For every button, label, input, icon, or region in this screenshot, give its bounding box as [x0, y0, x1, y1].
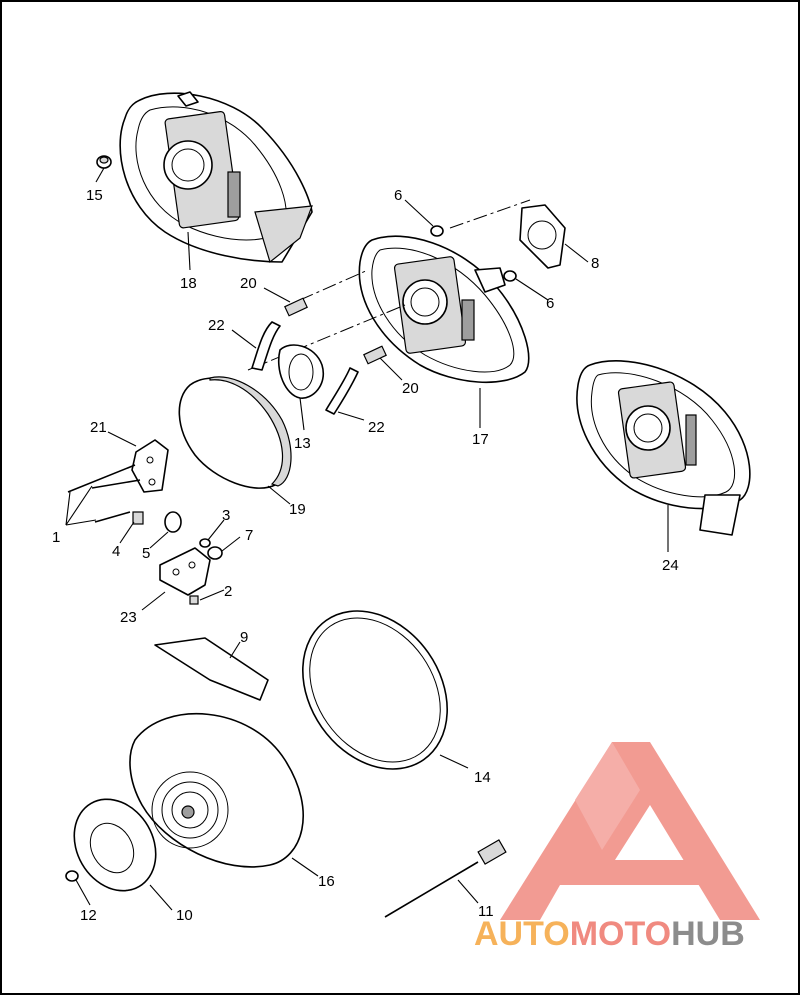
part-20-breather-bolt [284, 297, 387, 365]
part-1-bolts [67, 464, 141, 523]
label-1: 1 [52, 529, 60, 546]
label-11: 11 [478, 903, 494, 920]
centerline [299, 269, 369, 301]
label-10: 10 [176, 907, 193, 924]
label-14: 14 [474, 769, 491, 786]
label-20a: 20 [240, 275, 257, 292]
part-12-screw [65, 870, 79, 882]
watermark-hub: HUB [671, 915, 745, 953]
watermark-text: AUTOMOTOHUB [474, 915, 745, 953]
watermark-triangle-icon [500, 742, 760, 920]
part-11-sensor [384, 839, 507, 918]
label-12: 12 [80, 907, 97, 924]
label-3: 3 [222, 507, 230, 524]
watermark-m-icon [575, 742, 640, 850]
watermark-logo [500, 742, 760, 920]
label-5: 5 [142, 545, 150, 562]
label-22a: 22 [208, 317, 225, 334]
label-8: 8 [591, 255, 599, 272]
part-17-backplate [358, 235, 530, 384]
label-17: 17 [472, 431, 489, 448]
centerline [247, 304, 406, 371]
part-21-bracket [131, 439, 169, 493]
label-6a: 6 [394, 187, 402, 204]
part-16-cover [129, 713, 304, 868]
small-hardware [132, 511, 223, 605]
part-10-medallion [73, 798, 157, 892]
part-6-washers [430, 225, 517, 282]
label-4: 4 [112, 543, 120, 560]
part-22-hose [251, 321, 359, 415]
part-13-gasket [278, 344, 325, 399]
watermark-moto: MOTO [570, 915, 671, 953]
part-24-backplate [576, 360, 751, 536]
label-22b: 22 [368, 419, 385, 436]
label-19: 19 [289, 501, 306, 518]
label-18: 18 [180, 275, 197, 292]
part-23-bracket [159, 547, 211, 596]
part-15-plug [96, 155, 112, 169]
label-23: 23 [120, 609, 137, 626]
label-16: 16 [318, 873, 335, 890]
part-19-filter [178, 376, 292, 489]
part-8-gasket [519, 204, 566, 269]
label-2: 2 [224, 583, 232, 600]
label-13: 13 [294, 435, 311, 452]
label-20b: 20 [402, 380, 419, 397]
label-24: 24 [662, 557, 679, 574]
part-14-seal-ring [302, 610, 448, 770]
callout-labels: 15 18 6 8 6 20 22 20 22 13 17 19 21 1 4 … [52, 187, 679, 924]
label-6b: 6 [546, 295, 554, 312]
label-7: 7 [245, 527, 253, 544]
leader-lines [65, 167, 669, 911]
label-9: 9 [240, 629, 248, 646]
label-15: 15 [86, 187, 103, 204]
watermark-auto: AUTO [474, 915, 570, 953]
label-21: 21 [90, 419, 107, 436]
part-9-insulator [154, 637, 269, 701]
part-18-backplate [119, 91, 313, 264]
centerline [449, 199, 531, 229]
